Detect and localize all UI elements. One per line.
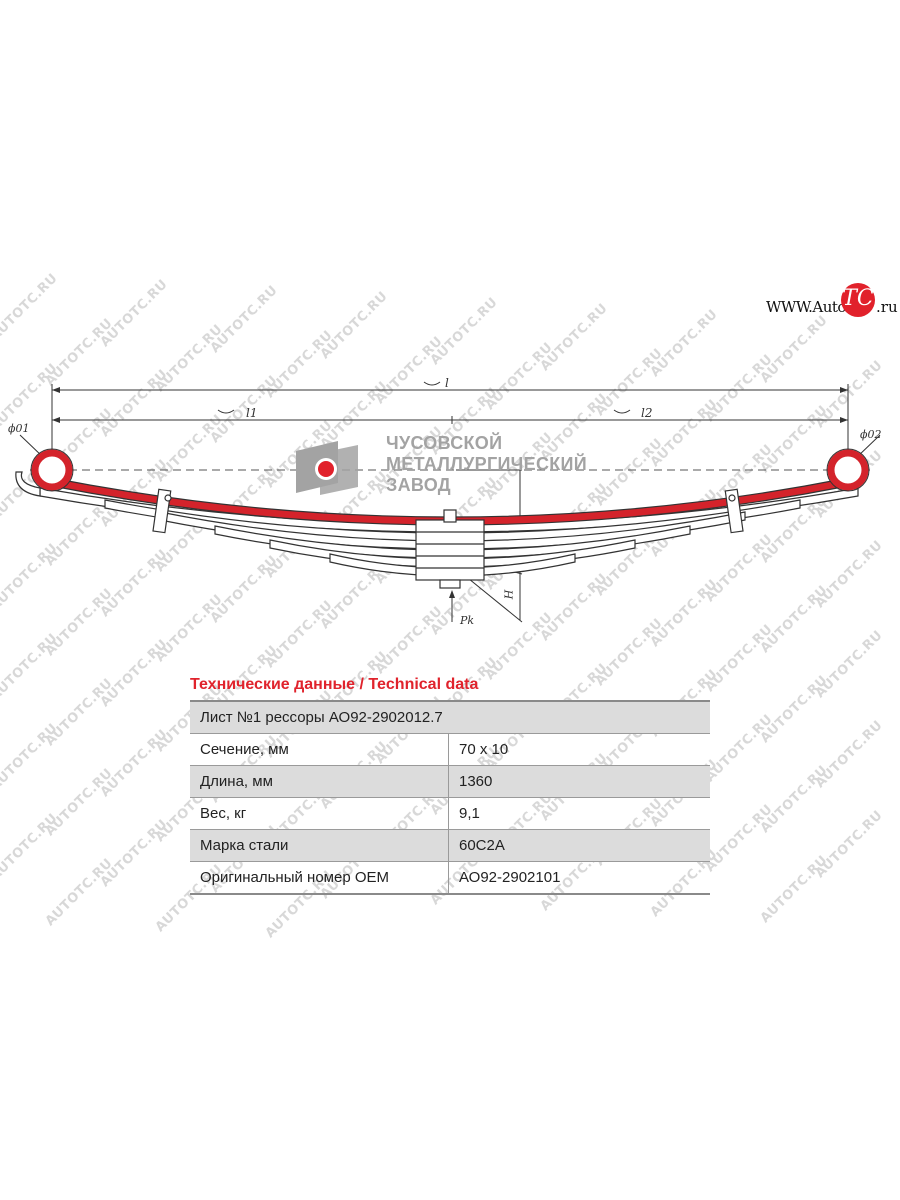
watermark-text: AUTOTC.RU [0,270,61,345]
brand-circle: TC [841,283,875,317]
leaf-7 [329,553,576,577]
watermark-text: AUTOTC.RU [97,726,171,801]
param-cell: Сечение, мм [190,733,449,766]
table-header-cell: Лист №1 рессоры АО92-2902012.7 [190,700,710,734]
diameter-label-2: ϕ02 [860,428,882,441]
watermark-text: AUTOTC.RU [0,810,61,885]
watermark-text: AUTOTC.RU [702,711,776,786]
watermark-text: AUTOTC.RU [702,801,776,876]
brand-www-text: WWW.Auto [766,298,846,316]
dim-label-l1: l1 [246,406,258,420]
watermark-text: AUTOTC.RU [97,636,171,711]
main-leaf [30,448,870,526]
maker-line-2: МЕТАЛЛУРГИЧЕСКИЙ [386,454,587,474]
leaf-spring-drawing [15,381,881,623]
watermark-text: AUTOTC.RU [757,762,831,837]
watermark-text: AUTOTC.RU [757,852,831,927]
watermark-text: AUTOTC.RU [42,765,116,840]
table-row: Марка стали 60С2А [190,829,710,862]
watermark-text: AUTOTC.RU [0,630,61,705]
chusovoy-mark-icon [296,441,358,495]
watermark-text: AUTOTC.RU [97,276,171,351]
height-label: H [502,589,516,600]
chusovoy-logo: ЧУСОВСКОЙ МЕТАЛЛУРГИЧЕСКИЙ ЗАВОД [292,433,622,497]
load-label: Pk [460,614,475,627]
dim-arc-l [423,381,441,386]
watermark-text: AUTOTC.RU [812,717,886,792]
brand-suffix-text: .ru [876,298,898,316]
watermark-text: AUTOTC.RU [42,675,116,750]
value-cell: 70 x 10 [448,733,710,766]
watermark-text: AUTOTC.RU [42,855,116,930]
value-cell: 1360 [448,765,710,798]
param-cell: Марка стали [190,829,449,862]
table-row: Оригинальный номер OEM АО92-2902101 [190,861,710,895]
table-header-row: Лист №1 рессоры АО92-2902012.7 [190,700,710,734]
value-cell: 60С2А [448,829,710,862]
watermark-text: AUTOTC.RU [757,672,831,747]
brand-circle-text: TC [842,286,874,311]
technical-data-title: Технические данные / Technical data [190,676,479,693]
param-cell: Оригинальный номер OEM [190,861,449,895]
diameter-label-1: ϕ01 [8,422,30,435]
watermark-text: AUTOTC.RU [0,720,61,795]
maker-line-1: ЧУСОВСКОЙ [386,433,503,453]
chusovoy-name: ЧУСОВСКОЙ МЕТАЛЛУРГИЧЕСКИЙ ЗАВОД [386,433,587,496]
technical-data-table: Лист №1 рессоры АО92-2902012.7 Сечение, … [190,700,710,895]
dim-label-l: l [445,376,449,390]
value-cell: 9,1 [448,797,710,830]
maker-line-3: ЗАВОД [386,475,451,495]
table-row: Длина, мм 1360 [190,765,710,798]
param-cell: Вес, кг [190,797,449,830]
watermark-text: AUTOTC.RU [97,816,171,891]
center-clamp [415,519,485,581]
watermark-text: AUTOTC.RU [317,288,391,363]
table-row: Сечение, мм 70 x 10 [190,733,710,766]
value-cell: АО92-2902101 [448,861,710,895]
watermark-text: AUTOTC.RU [207,282,281,357]
watermark-text: AUTOTC.RU [812,807,886,882]
watermark-text: AUTOTC.RU [427,294,501,369]
autotc-logo: WWW.Auto TC .ru [766,283,898,327]
table-row: Вес, кг 9,1 [190,797,710,830]
param-cell: Длина, мм [190,765,449,798]
dim-label-l2: l2 [641,406,653,420]
